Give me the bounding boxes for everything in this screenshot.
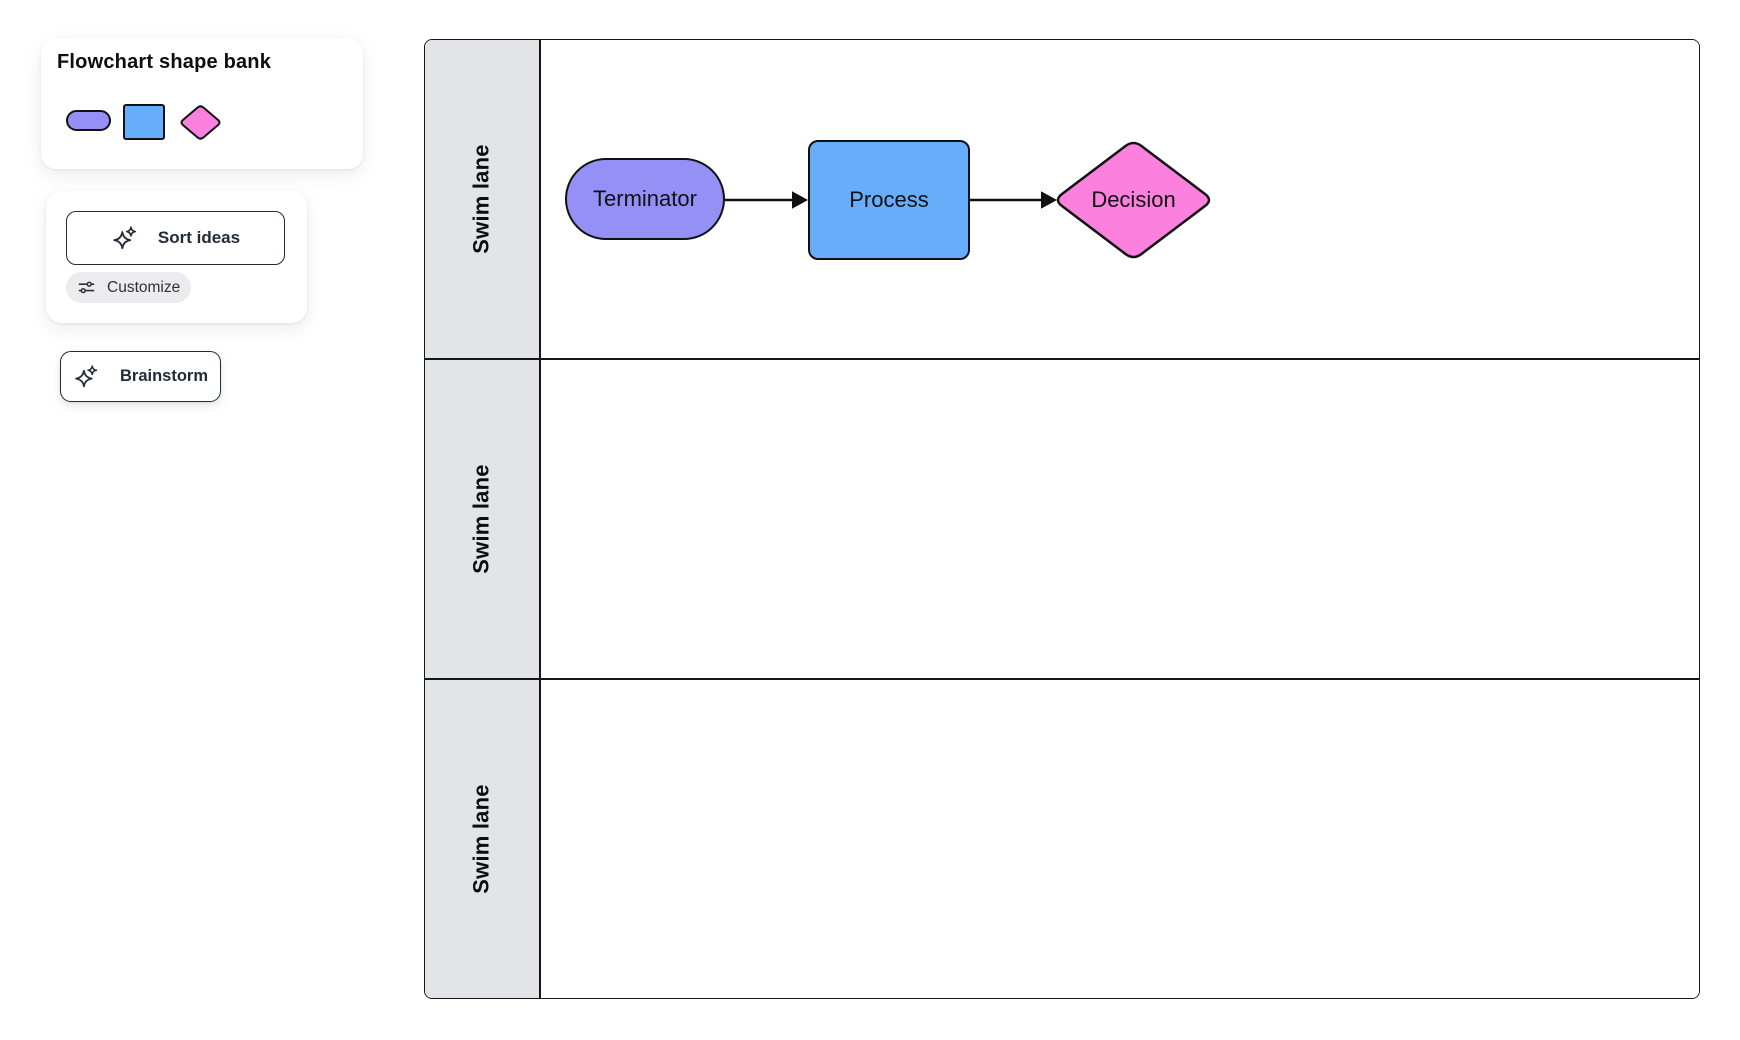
swimlane-row-2: Swim lane xyxy=(425,358,1699,678)
shape-bank-title: Flowchart shape bank xyxy=(57,51,272,73)
sparkles-icon xyxy=(75,365,98,388)
bank-shape-decision[interactable] xyxy=(178,103,223,142)
sort-ideas-button[interactable]: Sort ideas xyxy=(66,211,285,265)
swimlane-body-2[interactable] xyxy=(540,360,1699,678)
brainstorm-label: Brainstorm xyxy=(119,367,209,385)
shape-bank-panel: Flowchart shape bank xyxy=(41,38,363,169)
swimlane-label-2: Swim lane xyxy=(468,464,494,574)
sparkles-icon xyxy=(113,226,136,250)
ai-actions-panel: Sort ideas Customize xyxy=(46,191,307,323)
customize-label: Customize xyxy=(107,278,181,296)
flowchart-node-process[interactable]: Process xyxy=(808,140,970,260)
swimlane-label-3: Swim lane xyxy=(468,784,494,894)
terminator-label: Terminator xyxy=(593,186,697,211)
swimlane-body-3[interactable] xyxy=(540,680,1699,998)
bank-shape-process[interactable] xyxy=(123,104,165,140)
process-label: Process xyxy=(849,187,929,212)
brainstorm-button[interactable]: Brainstorm xyxy=(60,351,221,402)
bank-shape-terminator[interactable] xyxy=(66,110,111,131)
decision-diamond-shape xyxy=(1056,141,1211,259)
flowchart-node-terminator[interactable]: Terminator xyxy=(565,158,725,240)
swimlane-row-3: Swim lane xyxy=(425,678,1699,998)
sliders-icon xyxy=(78,281,95,294)
swimlane-header-3[interactable]: Swim lane xyxy=(425,680,541,998)
swimlane-header-1[interactable]: Swim lane xyxy=(425,40,541,358)
flowchart-node-decision[interactable]: Decision xyxy=(1050,136,1217,264)
swimlane-header-2[interactable]: Swim lane xyxy=(425,360,541,678)
decision-label: Decision xyxy=(1091,187,1176,212)
customize-button[interactable]: Customize xyxy=(66,272,191,303)
sort-ideas-label: Sort ideas xyxy=(157,228,241,247)
swimlane-label-1: Swim lane xyxy=(468,144,494,254)
